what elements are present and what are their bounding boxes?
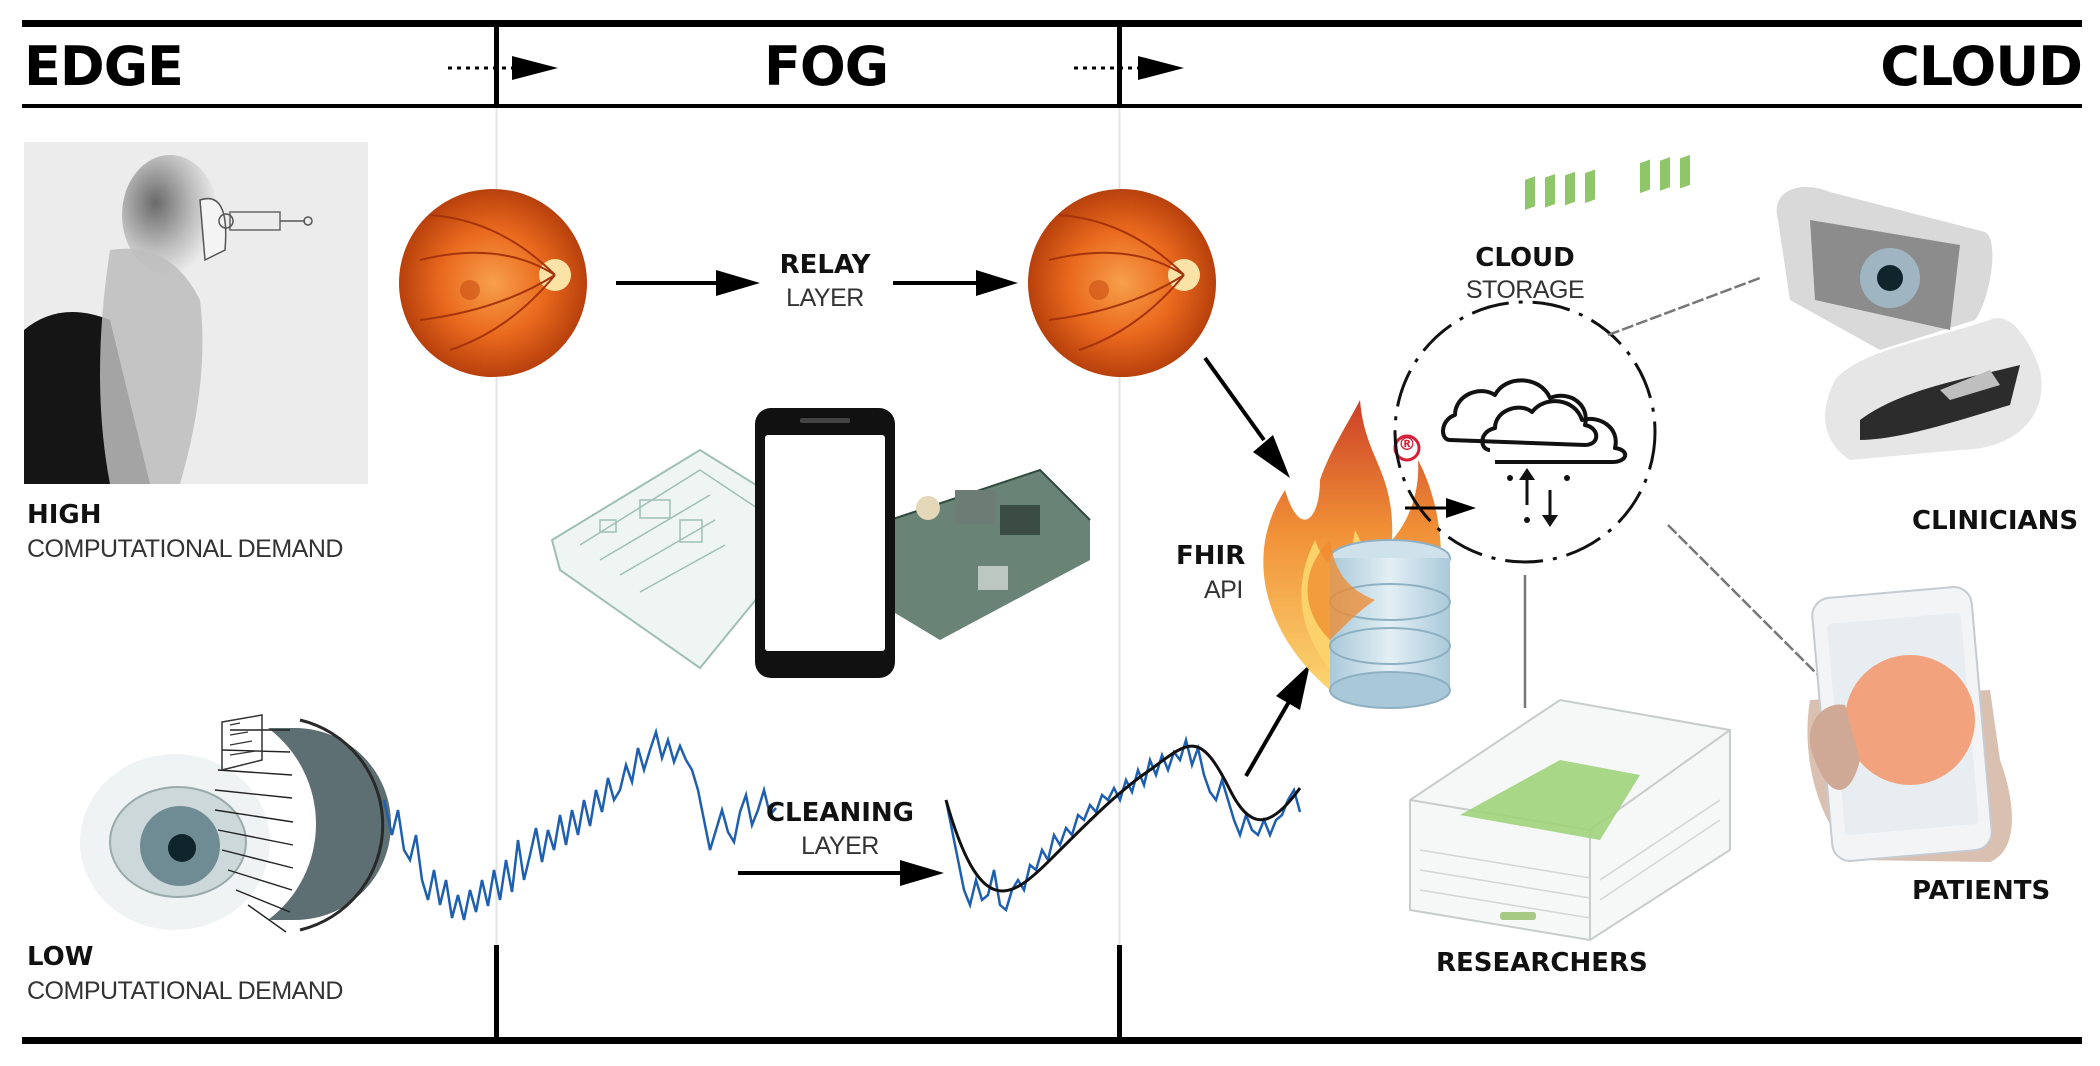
head-scanner-photo	[24, 142, 368, 484]
cloud-icon	[1441, 378, 1599, 447]
fhir-label: FHIR	[1176, 541, 1246, 571]
cleaning-sublabel: LAYER	[801, 832, 879, 860]
eye-scanner-device-icon	[1776, 187, 2042, 460]
server-rack-icon	[1409, 154, 1731, 942]
fhir-sublabel: API	[1204, 576, 1243, 604]
header-arrow-edge-to-fog	[448, 56, 558, 80]
retina-image-edge	[399, 189, 587, 377]
header-edge: EDGE	[24, 35, 184, 98]
connector-storage-to-clinicians	[1607, 276, 1761, 337]
relay-label: RELAY	[779, 250, 871, 280]
header-fog: FOG	[764, 35, 889, 98]
cloud-storage-label: CLOUD	[1475, 243, 1575, 273]
cleaning-label: CLEANING	[765, 798, 915, 828]
phone-in-hand-icon	[1807, 586, 2012, 862]
arrow-signal-to-fhir	[1244, 698, 1292, 778]
raw-signal-wave	[382, 727, 777, 921]
circuit-board-icon	[550, 448, 1091, 670]
smoothed-fit-curve	[944, 744, 1302, 893]
researchers-label: RESEARCHERS	[1436, 948, 1648, 978]
low-sublabel: COMPUTATIONAL DEMAND	[27, 977, 343, 1005]
clinicians-label: CLINICIANS	[1912, 506, 2079, 536]
cleaned-signal-wave	[944, 735, 1302, 913]
fire-database-icon	[1263, 400, 1451, 709]
low-label: LOW	[27, 942, 94, 972]
cloud-storage-icon	[1393, 300, 1657, 564]
header-arrow-fog-to-cloud	[1074, 56, 1184, 80]
arrow-retina-to-fhir	[1203, 356, 1266, 442]
relay-sublabel: LAYER	[786, 284, 864, 312]
header-cloud: CLOUD	[1880, 35, 2083, 98]
registered-mark: ®	[1398, 434, 1416, 455]
patients-label: PATIENTS	[1912, 876, 2051, 906]
retina-image-fog	[1028, 189, 1216, 377]
smartphone-icon	[755, 408, 895, 678]
high-label: HIGH	[27, 500, 102, 530]
connector-storage-to-patients	[1667, 524, 1819, 676]
high-sublabel: COMPUTATIONAL DEMAND	[27, 535, 343, 563]
eye-lens-icon	[80, 714, 391, 933]
cloud-storage-sublabel: STORAGE	[1465, 276, 1585, 304]
